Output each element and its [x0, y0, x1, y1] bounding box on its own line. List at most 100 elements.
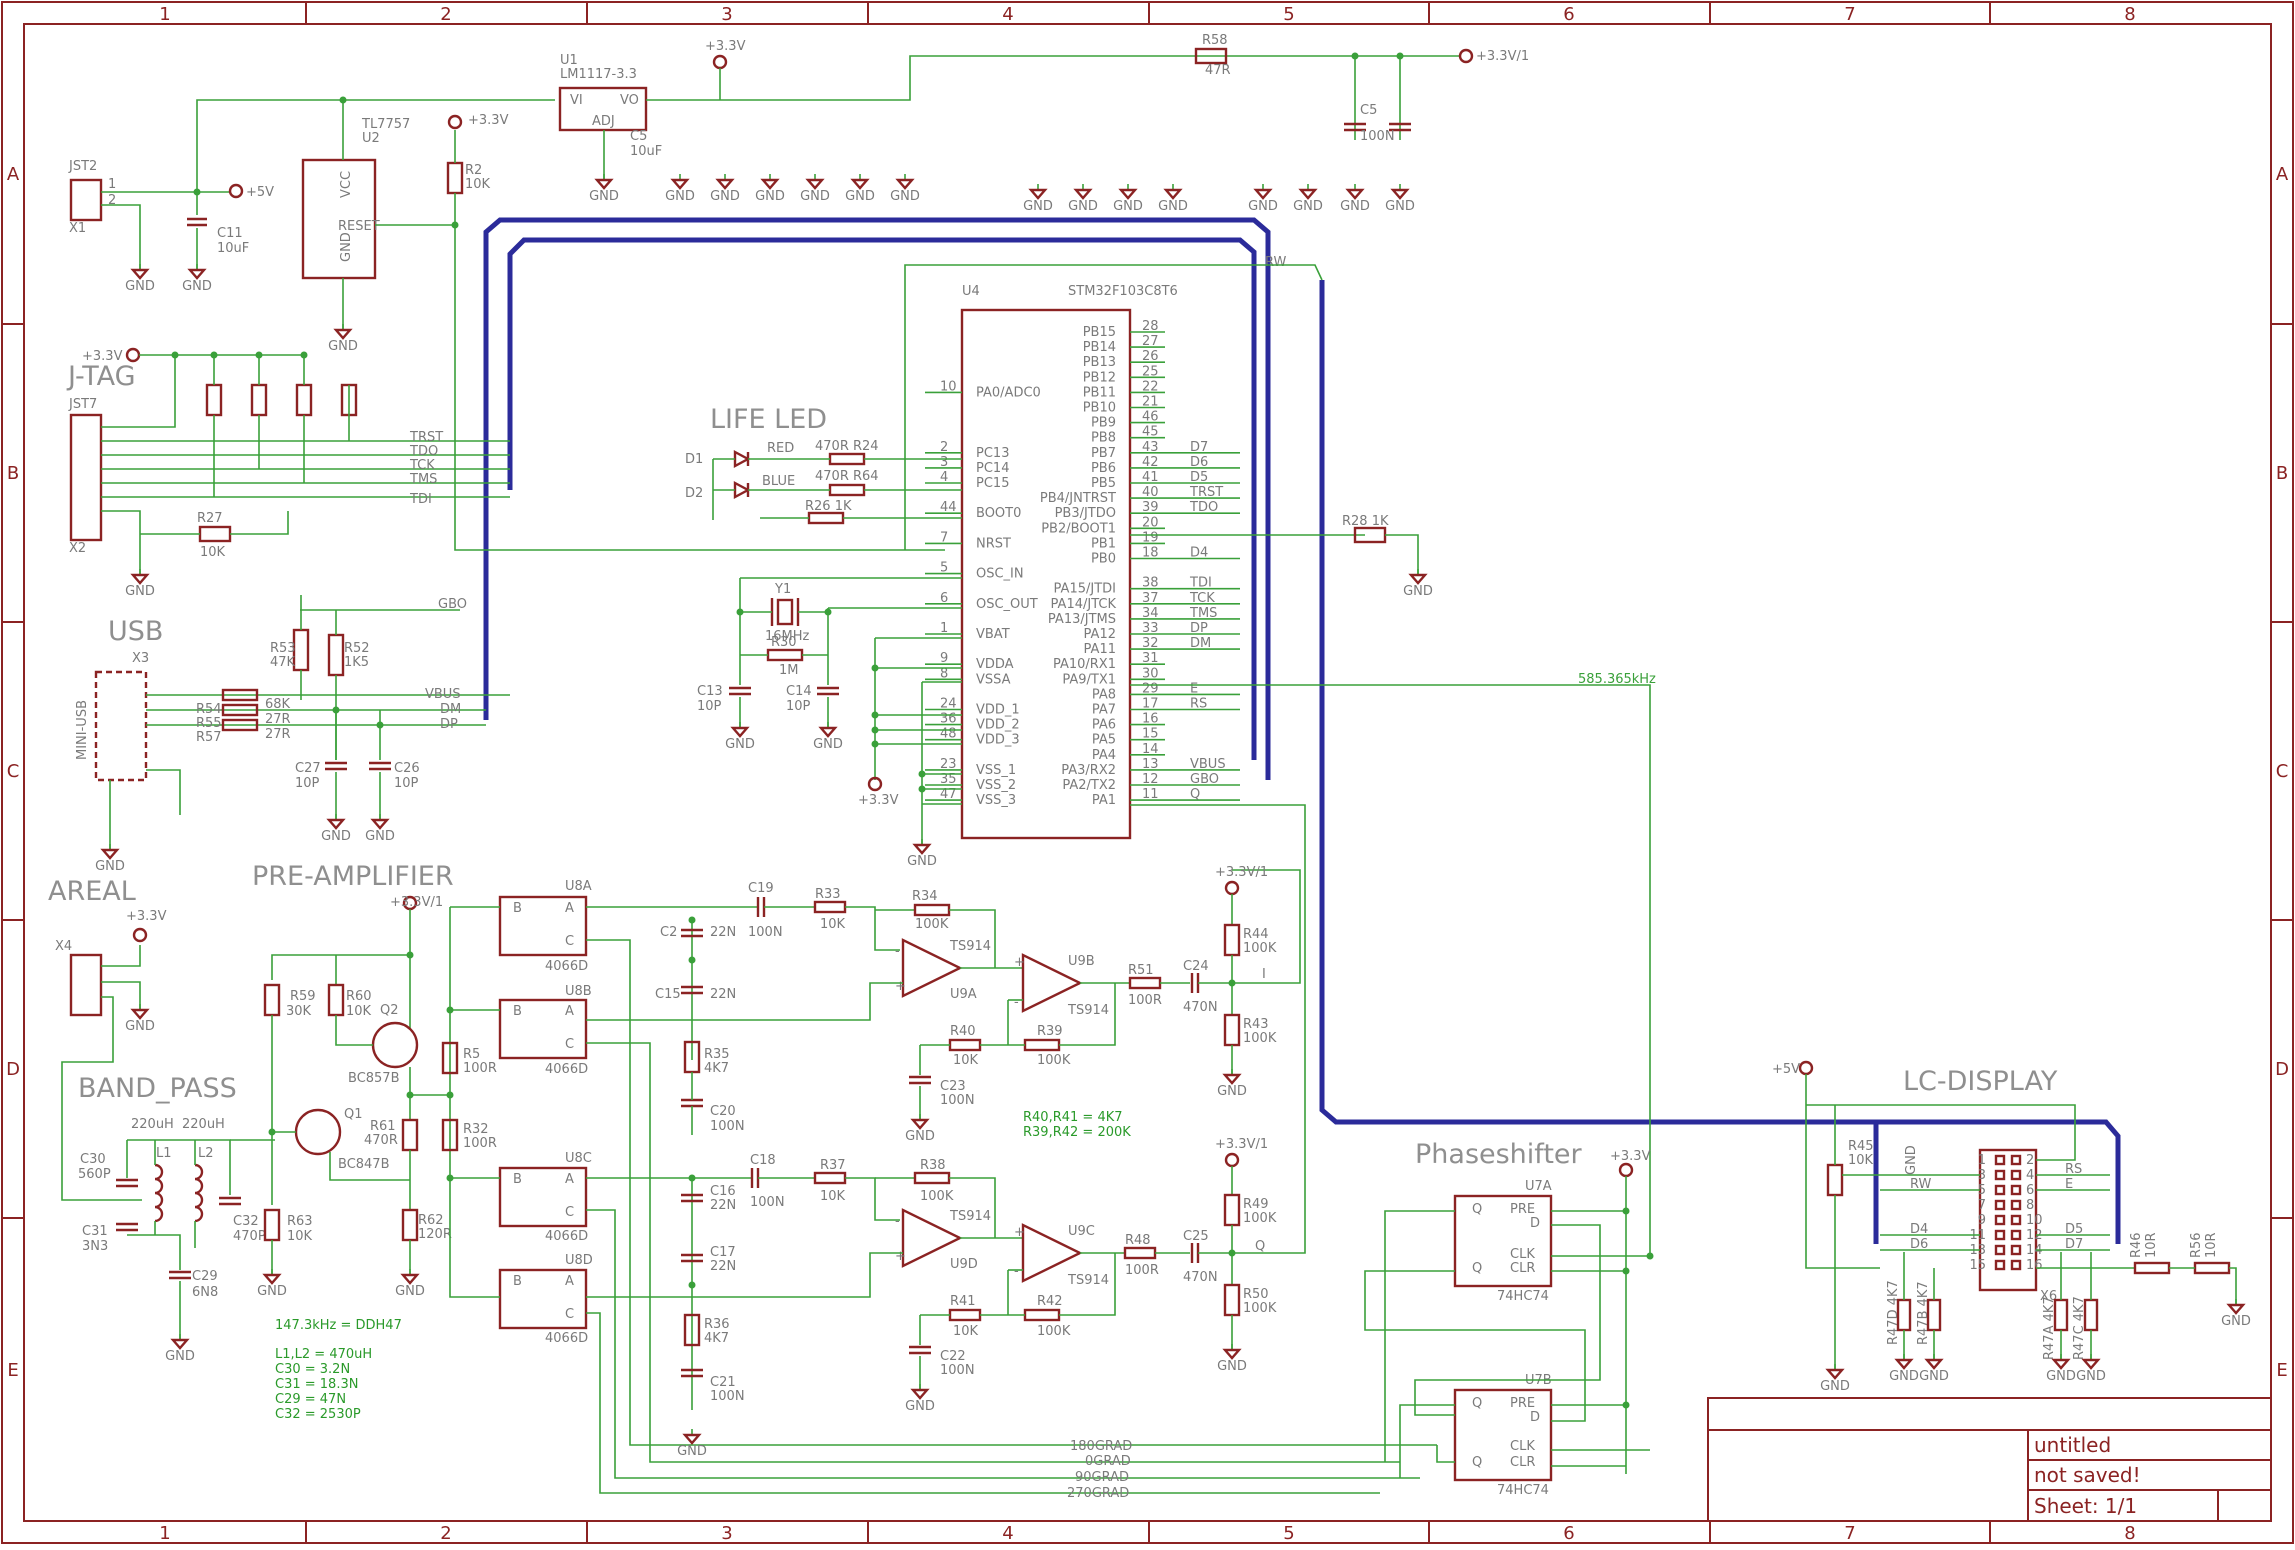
- mcu-left-pin-name: PC14: [976, 461, 1009, 476]
- mcu-left-pin-name: PA0/ADC0: [976, 385, 1041, 400]
- c31-value: 3N3: [82, 1239, 108, 1254]
- mcu-left-pin-number: 48: [940, 727, 957, 742]
- lcd-pin-number-right: 6: [2026, 1183, 2034, 1198]
- gnd-triangle: [1345, 188, 1365, 200]
- gnd-triangle: [910, 1388, 930, 1400]
- gnd-triangle: [850, 178, 870, 190]
- col-label-2-bottom: 2: [440, 1523, 451, 1544]
- mcu-net-label: D6: [1190, 455, 1208, 470]
- x6-label: X6: [2040, 1289, 2057, 1304]
- gnd-triangle: [895, 178, 915, 190]
- c27-value: 10P: [295, 776, 320, 791]
- lcd-pin-pad: [1994, 1229, 2006, 1241]
- c15-value: 22N: [710, 987, 736, 1002]
- l2-label: L2: [198, 1146, 214, 1161]
- c18-label: C18: [750, 1153, 776, 1168]
- p33-top: +3.3V: [705, 39, 746, 54]
- u8d-label: U8D: [565, 1253, 593, 1268]
- mcu-right-pin-number: 11: [1142, 787, 1159, 802]
- r55-label: R55: [196, 716, 222, 731]
- gnd-triangle: [1253, 188, 1273, 200]
- sig-270: 270GRAD: [1067, 1486, 1129, 1501]
- mcu-left-pin-name: VSS_3: [976, 793, 1016, 808]
- c20-value: 100N: [710, 1119, 745, 1134]
- r48-value: 100R: [1125, 1263, 1159, 1278]
- u8a-value: 4066D: [545, 959, 588, 974]
- p33a-preamp: +3.3V/1: [390, 895, 443, 910]
- jst2-label: JST2: [68, 159, 97, 174]
- mcu-right-pin-name: PB8: [1091, 431, 1116, 446]
- preamp-section: PRE-AMPLIFIER +3.3V/1 R59 30K R60 10K Q2…: [252, 861, 454, 1275]
- mcu-net-label: E: [1190, 681, 1198, 696]
- mcu-right-pin-number: 30: [1142, 666, 1159, 681]
- lcd-pin-pad: [2010, 1169, 2022, 1181]
- gnd-triangle: [130, 268, 150, 280]
- mcu-right-pin-number: 17: [1142, 697, 1159, 712]
- c14-label: C14: [786, 684, 812, 699]
- mcu-left-pin-number: 9: [940, 651, 948, 666]
- c27-label: C27: [295, 761, 321, 776]
- svg-text:2: 2: [108, 193, 116, 208]
- mcu-left-pins: PA0/ADC010PC132PC143PC154BOOT044NRST7OSC…: [925, 379, 1041, 808]
- row-label-e: E: [7, 1360, 18, 1381]
- lifeled-title: LIFE LED: [710, 404, 827, 435]
- svg-text:B: B: [513, 1004, 522, 1019]
- r37-value: 10K: [820, 1189, 846, 1204]
- r27-label: R27: [197, 511, 223, 526]
- mcu-right-pin-name: PB10: [1083, 401, 1116, 416]
- p33-areal: +3.3V: [126, 909, 167, 924]
- mcu-left-pin-number: 6: [940, 591, 948, 606]
- gnd-label: GND: [2046, 1369, 2076, 1384]
- note-c32: C32 = 2530P: [275, 1407, 361, 1422]
- mcu-right-pin-number: 19: [1142, 530, 1159, 545]
- mcu-right-pin-name: PB0: [1091, 552, 1116, 567]
- gnd-label: GND: [1068, 199, 1098, 214]
- sig-180: 180GRAD: [1070, 1439, 1132, 1454]
- mcu-right-pin-number: 45: [1142, 425, 1159, 440]
- gnd-triangle: [400, 1273, 420, 1285]
- r35-value: 4K7: [704, 1061, 729, 1076]
- lcd-pin-pad: [2010, 1199, 2022, 1211]
- r28-label: R28 1K: [1342, 514, 1389, 529]
- svg-text:1: 1: [108, 177, 116, 192]
- row-label-c: C: [7, 761, 20, 782]
- r34-label: R34: [912, 889, 938, 904]
- r49-label: R49: [1243, 1197, 1269, 1212]
- lcd-pin-number-left: 5: [1978, 1183, 1986, 1198]
- mcu-right-pin-number: 31: [1142, 651, 1159, 666]
- u2-value: TL7757: [361, 117, 410, 132]
- x1-label: X1: [69, 221, 86, 236]
- r45-label: R45: [1848, 1139, 1874, 1154]
- r52-label: R52: [344, 641, 370, 656]
- mcu-right-pin-number: 15: [1142, 727, 1159, 742]
- r57-value: 27R: [265, 727, 291, 742]
- gnd-triangle: [1163, 188, 1183, 200]
- svg-text:+: +: [895, 979, 906, 994]
- col-label-2: 2: [440, 4, 451, 25]
- mcu-right-pin-name: PB6: [1091, 461, 1116, 476]
- c11-label: C11: [217, 226, 243, 241]
- mcu-right-pin-name: PB12: [1083, 370, 1116, 385]
- mcu-left-pin-name: PC13: [976, 446, 1009, 461]
- col-label-8-bottom: 8: [2124, 1523, 2135, 1544]
- gnd-triangle: [2051, 1358, 2071, 1370]
- lcd-pin-number-left: 15: [1969, 1258, 1986, 1273]
- mcu-right-pin-number: 39: [1142, 500, 1159, 515]
- u1-adj: ADJ: [592, 114, 615, 129]
- lcd-pin-pad: [1994, 1199, 2006, 1211]
- gnd-label: GND: [725, 737, 755, 752]
- gnd-label: GND: [1820, 1379, 1850, 1394]
- sig-0: 0GRAD: [1085, 1454, 1131, 1469]
- gnd-label: GND: [365, 829, 395, 844]
- mcu-left-pin-name: VSS_2: [976, 778, 1016, 793]
- u9d-label: U9D: [950, 1257, 978, 1272]
- lcd-gnd-label: GND: [1904, 1145, 1919, 1175]
- led-blue: BLUE: [762, 474, 795, 489]
- l1-value: 220uH: [131, 1117, 174, 1132]
- c29-value: 6N8: [192, 1285, 218, 1300]
- lcd-pin-pad: [1994, 1244, 2006, 1256]
- c17-label: C17: [710, 1245, 736, 1260]
- lcd-net-label: RS: [2065, 1162, 2082, 1177]
- svg-text:A: A: [565, 901, 574, 916]
